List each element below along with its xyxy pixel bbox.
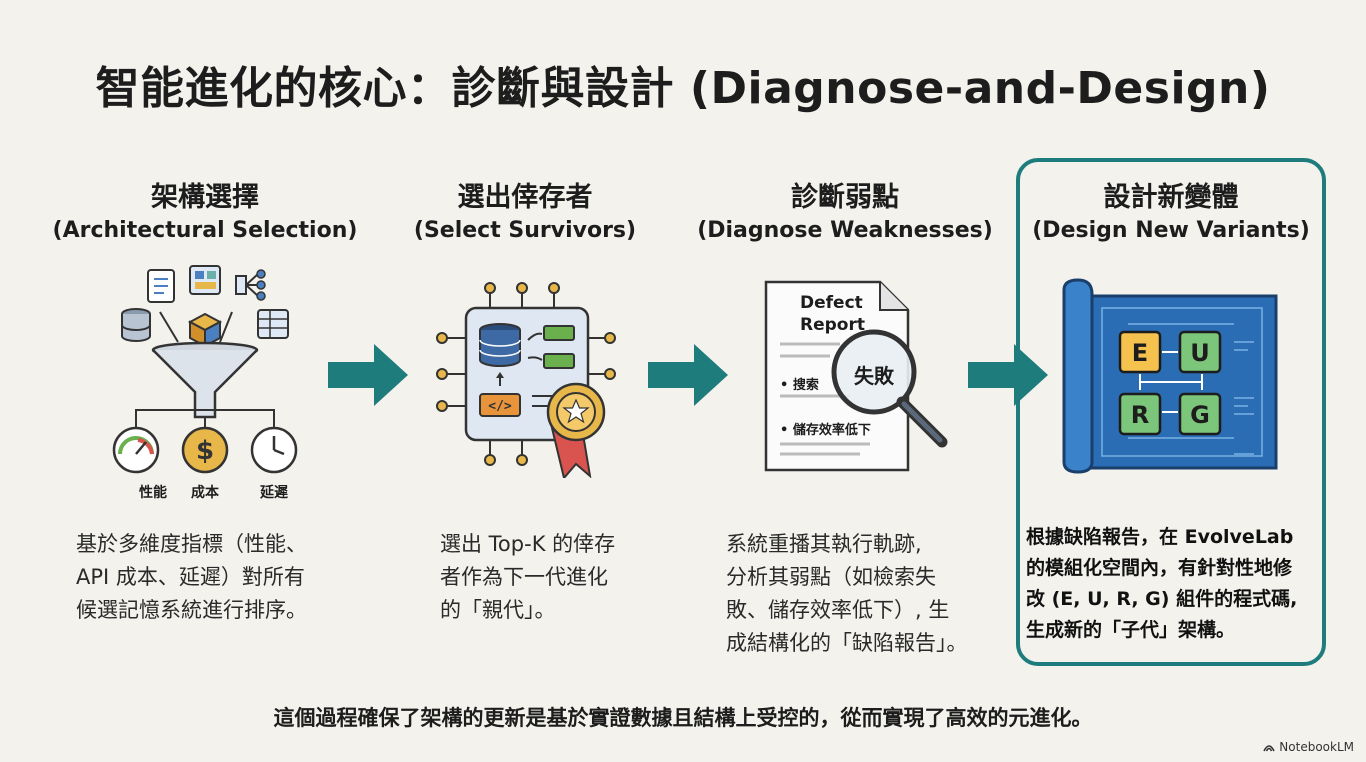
defect-report-illustration	[764, 280, 948, 472]
component-label: E	[1132, 339, 1148, 367]
stage-2-title-zh: 選出倖存者	[457, 182, 593, 213]
desc-line: 改 (E, U, R, G) 組件的程式碼,	[1026, 588, 1298, 610]
desc-line: 的「親代」。	[440, 598, 556, 622]
notebooklm-logo-icon	[1263, 745, 1276, 752]
desc-line: 者作為下一代進化	[440, 565, 608, 589]
table-icon	[257, 309, 289, 339]
clock-icon	[250, 426, 298, 474]
funnel-illustration: $	[112, 265, 298, 474]
component-label: G	[1190, 401, 1210, 429]
stage-4-title-zh: 設計新變體	[1103, 182, 1239, 213]
desc-line: 敗、儲存效率低下）, 生	[726, 598, 950, 622]
code-icon: </>	[479, 393, 521, 417]
blueprint-icon	[1062, 278, 1278, 474]
svg-text:$: $	[196, 436, 214, 466]
stage-3-title-en: (Diagnose Weaknesses)	[697, 218, 993, 243]
stage-4-description: 根據缺陷報告，在 EvolveLab 的模組化空間內，有針對性地修 改 (E, …	[1026, 522, 1297, 646]
stage-4-title-en: (Design New Variants)	[1032, 218, 1310, 243]
desc-line: 選出 Top-K 的倖存	[440, 532, 616, 556]
component-block-e	[1118, 330, 1162, 374]
database-icon	[121, 308, 151, 342]
metric-label-latency: 延遲	[260, 485, 288, 501]
report-item: • 搜索	[780, 378, 819, 393]
desc-line: 基於多維度指標（性能、	[76, 532, 307, 556]
network-icon	[235, 269, 266, 301]
stage-1-title-zh: 架構選擇	[151, 182, 259, 213]
desc-line: 根據缺陷報告，在 EvolveLab	[1026, 526, 1294, 548]
metric-label-cost: 成本	[191, 485, 219, 501]
stage-1-description: 基於多維度指標（性能、 API 成本、延遲）對所有 候選記憶系統進行排序。	[76, 528, 307, 627]
magnifier-icon	[831, 329, 948, 448]
funnel-icon	[151, 341, 259, 419]
desc-line: 分析其弱點（如檢索失	[726, 565, 936, 589]
desc-line: 系統重播其執行軌跡,	[726, 532, 922, 556]
component-label: R	[1131, 401, 1149, 429]
stage-4-highlight-box	[1016, 158, 1326, 666]
award-badge-icon	[546, 382, 606, 478]
svg-text:</>: </>	[488, 399, 512, 414]
footer-summary: 這個過程確保了架構的更新是基於實證數據且結構上受控的，從而實現了高效的元進化。	[273, 706, 1093, 730]
stage-architectural-selection: 架構選擇 (Architectural Selection)	[50, 180, 360, 246]
stage-2-title-en: (Select Survivors)	[413, 218, 637, 243]
magnifier-label: 失敗	[854, 364, 894, 388]
stage-diagnose-weaknesses: 診斷弱點 (Diagnose Weaknesses)	[690, 180, 1000, 246]
stage-select-survivors: 選出倖存者 (Select Survivors)	[370, 180, 680, 246]
stage-2-description: 選出 Top-K 的倖存 者作為下一代進化 的「親代」。	[440, 528, 615, 627]
stage-3-description: 系統重播其執行軌跡, 分析其弱點（如檢索失 敗、儲存效率低下）, 生 成結構化的…	[726, 528, 968, 660]
brand-label: NotebookLM	[1279, 740, 1354, 754]
page-title: 智能進化的核心：診斷與設計 (Diagnose-and-Design)	[95, 63, 1271, 114]
component-block-r	[1118, 392, 1162, 436]
stage-design-new-variants: 設計新變體 (Design New Variants)	[1016, 180, 1326, 246]
component-block-g	[1178, 392, 1222, 436]
component-block-u	[1178, 330, 1222, 374]
arrow-right-icon	[648, 344, 728, 406]
cube-icon	[187, 312, 223, 348]
dashboard-icon	[189, 265, 221, 295]
stage-1-title-en: (Architectural Selection)	[52, 218, 358, 243]
desc-line: 成結構化的「缺陷報告」。	[726, 631, 968, 655]
report-title-line: Defect	[800, 293, 863, 313]
report-title-line: Report	[800, 315, 865, 335]
blueprint-illustration: E U R G	[1062, 278, 1278, 474]
document-icon	[147, 269, 175, 303]
gauge-icon	[112, 426, 160, 474]
arrow-right-icon	[328, 344, 408, 406]
brand-watermark: NotebookLM	[1263, 740, 1354, 754]
component-label: U	[1190, 339, 1210, 367]
dollar-coin-icon: $	[181, 426, 229, 474]
desc-line: 候選記憶系統進行排序。	[76, 598, 307, 622]
arrow-right-icon	[968, 344, 1048, 406]
report-item: • 儲存效率低下	[780, 423, 871, 438]
desc-line: API 成本、延遲）對所有	[76, 565, 305, 589]
report-title: Defect Report	[800, 292, 865, 336]
database-icon	[479, 323, 521, 367]
chip-with-badge-illustration: </>	[436, 282, 616, 478]
stage-3-title-zh: 診斷弱點	[791, 182, 899, 213]
desc-line: 的模組化空間內，有針對性地修	[1026, 557, 1293, 579]
metric-label-performance: 性能	[139, 485, 167, 501]
desc-line: 生成新的「子代」架構。	[1026, 619, 1236, 641]
